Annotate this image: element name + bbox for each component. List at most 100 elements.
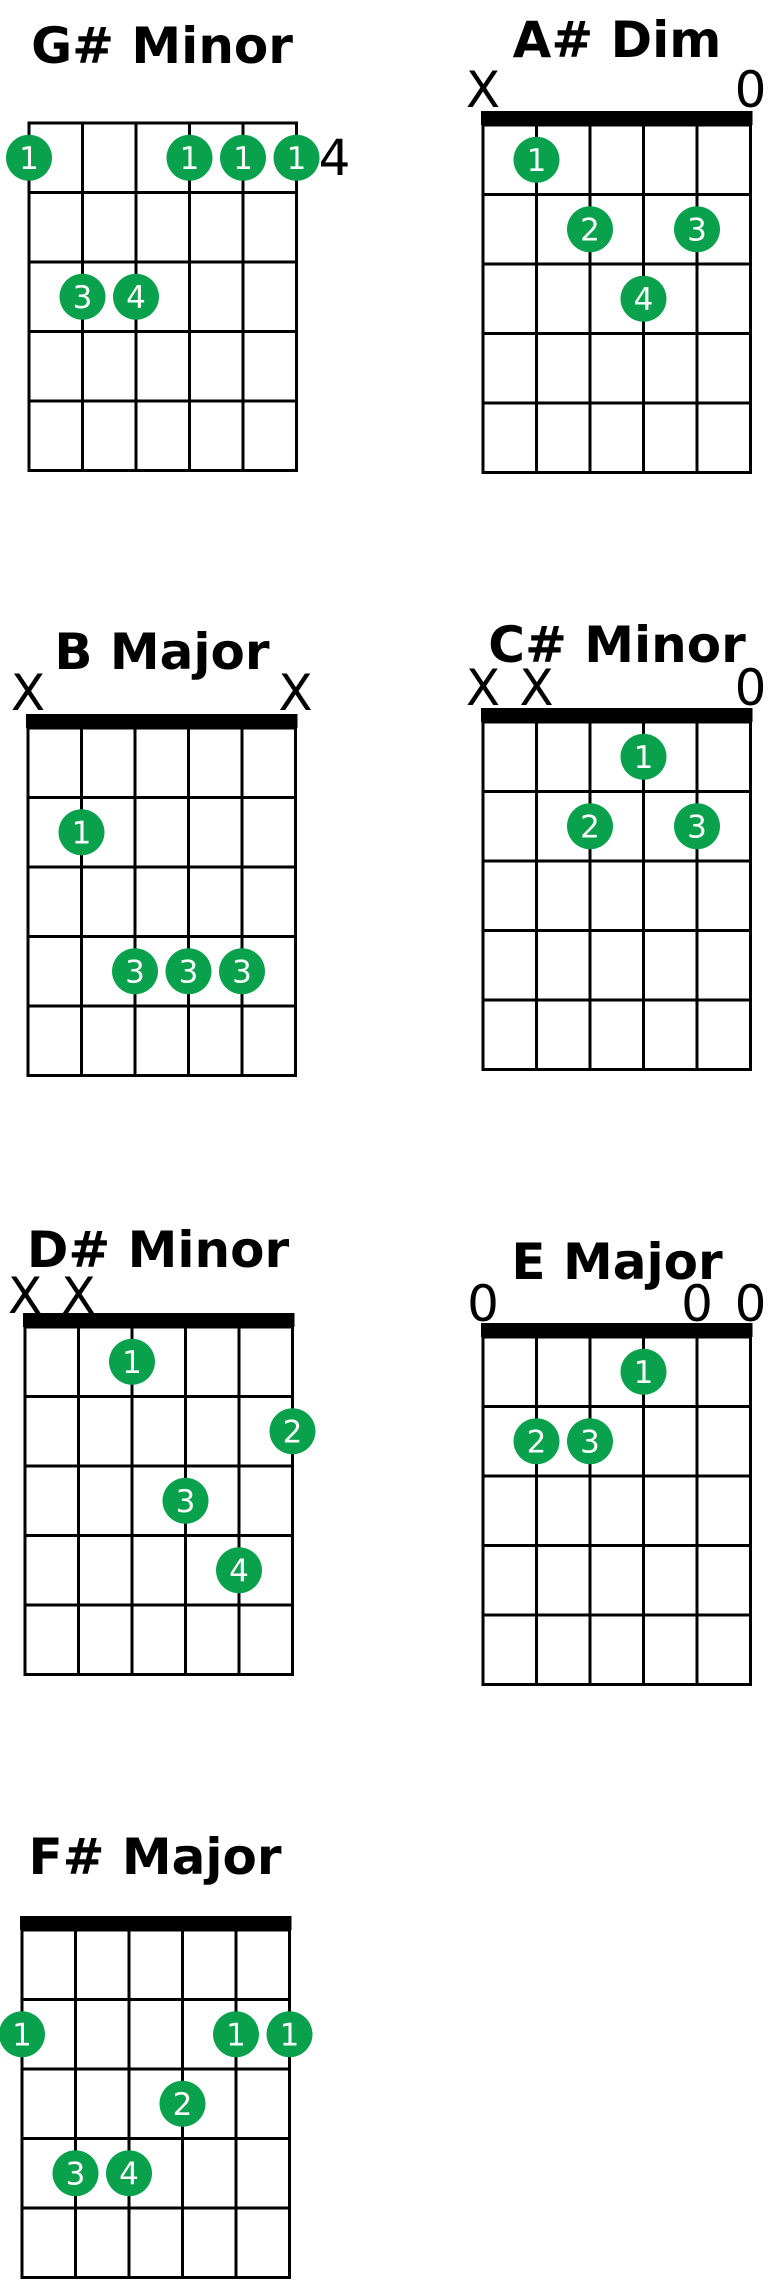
chord-title: F# Major — [28, 1828, 281, 1886]
finger-number: 3 — [66, 2156, 86, 2192]
finger-dot-circle — [109, 1338, 155, 1385]
finger-dot-circle — [113, 273, 159, 320]
finger-dot-circle — [166, 134, 213, 181]
muted-string-marker: X — [11, 664, 45, 722]
finger-number: 1 — [634, 1355, 654, 1391]
finger-dot-circle — [220, 134, 266, 181]
finger-dot: 3 — [567, 1418, 613, 1465]
muted-string-marker: X — [8, 1267, 42, 1325]
finger-number: 1 — [180, 141, 200, 177]
finger-dot-circle — [273, 134, 320, 181]
finger-dot: 3 — [165, 948, 212, 995]
finger-dot: 1 — [620, 1348, 667, 1395]
finger-number: 3 — [125, 954, 145, 990]
finger-number: 2 — [173, 2087, 193, 2123]
finger-dot: 1 — [0, 2011, 45, 2058]
open-string-marker: 0 — [681, 1275, 713, 1333]
finger-dot: 1 — [166, 134, 213, 181]
finger-number: 1 — [280, 2017, 300, 2053]
open-string-marker: 0 — [467, 1275, 499, 1333]
finger-dot: 1 — [620, 733, 667, 780]
finger-number: 1 — [72, 815, 92, 851]
chord-title: C# Minor — [488, 616, 746, 674]
finger-dot: 1 — [273, 134, 320, 181]
chord-title: A# Dim — [513, 11, 722, 69]
nut-bar — [20, 1916, 292, 1930]
chord-title: E Major — [511, 1233, 723, 1291]
finger-number: 2 — [580, 212, 600, 248]
finger-number: 4 — [229, 1553, 249, 1589]
finger-dot: 1 — [220, 134, 266, 181]
finger-dot-circle — [213, 2011, 259, 2058]
finger-number: 2 — [580, 809, 600, 845]
finger-number: 2 — [527, 1424, 547, 1460]
finger-number: 4 — [634, 282, 654, 318]
open-string-marker: 0 — [735, 659, 767, 717]
finger-dot-circle — [674, 803, 720, 850]
finger-number: 1 — [122, 1345, 142, 1381]
finger-number: 1 — [287, 141, 307, 177]
chord-title: D# Minor — [27, 1221, 290, 1279]
finger-number: 4 — [126, 280, 146, 316]
finger-number: 3 — [232, 954, 252, 990]
finger-dot-circle — [59, 273, 106, 320]
finger-number: 3 — [179, 954, 199, 990]
finger-dot: 2 — [567, 206, 613, 253]
finger-dot: 1 — [109, 1338, 155, 1385]
finger-dot-circle — [513, 136, 560, 183]
chord-title: G# Minor — [31, 17, 293, 75]
finger-dot: 3 — [162, 1477, 209, 1524]
fret-position-label: 4 — [319, 129, 351, 187]
finger-dot: 2 — [269, 1408, 316, 1455]
finger-dot: 2 — [159, 2080, 206, 2127]
finger-dot-circle — [620, 733, 667, 780]
finger-dot-circle — [52, 2150, 99, 2197]
finger-dot: 1 — [6, 134, 52, 181]
finger-dot: 4 — [106, 2150, 152, 2197]
finger-dot: 4 — [113, 273, 159, 320]
finger-dot-circle — [567, 1418, 613, 1465]
finger-number: 3 — [687, 212, 707, 248]
nut-bar — [481, 111, 753, 125]
finger-dot: 3 — [674, 803, 720, 850]
finger-dot-circle — [513, 1418, 560, 1465]
finger-number: 3 — [73, 280, 93, 316]
finger-dot: 4 — [216, 1547, 262, 1594]
muted-string-marker: X — [466, 61, 500, 119]
nut-bar — [481, 1323, 753, 1337]
finger-dot: 1 — [58, 809, 105, 856]
finger-number: 1 — [233, 141, 253, 177]
finger-dot: 3 — [219, 948, 265, 995]
finger-dot-circle — [269, 1408, 316, 1455]
finger-number: 3 — [580, 1424, 600, 1460]
finger-dot: 3 — [52, 2150, 99, 2197]
finger-number: 1 — [634, 740, 654, 776]
chord-title: B Major — [54, 623, 270, 681]
finger-dot-circle — [219, 948, 265, 995]
open-string-marker: 0 — [735, 61, 767, 119]
finger-dot-circle — [6, 134, 52, 181]
finger-number: 2 — [283, 1414, 303, 1450]
finger-dot: 2 — [567, 803, 613, 850]
nut-bar — [23, 1313, 295, 1327]
finger-dot: 1 — [213, 2011, 259, 2058]
finger-dot-circle — [567, 803, 613, 850]
finger-number: 4 — [119, 2156, 139, 2192]
finger-dot-circle — [162, 1477, 209, 1524]
muted-string-marker: X — [61, 1267, 95, 1325]
muted-string-marker: X — [519, 659, 553, 717]
finger-dot: 1 — [266, 2011, 313, 2058]
open-string-marker: 0 — [735, 1275, 767, 1333]
finger-dot-circle — [266, 2011, 313, 2058]
finger-number: 3 — [687, 809, 707, 845]
finger-dot-circle — [165, 948, 212, 995]
finger-dot-circle — [58, 809, 105, 856]
finger-dot-circle — [112, 948, 158, 995]
finger-number: 1 — [12, 2017, 32, 2053]
finger-dot: 3 — [674, 206, 720, 253]
